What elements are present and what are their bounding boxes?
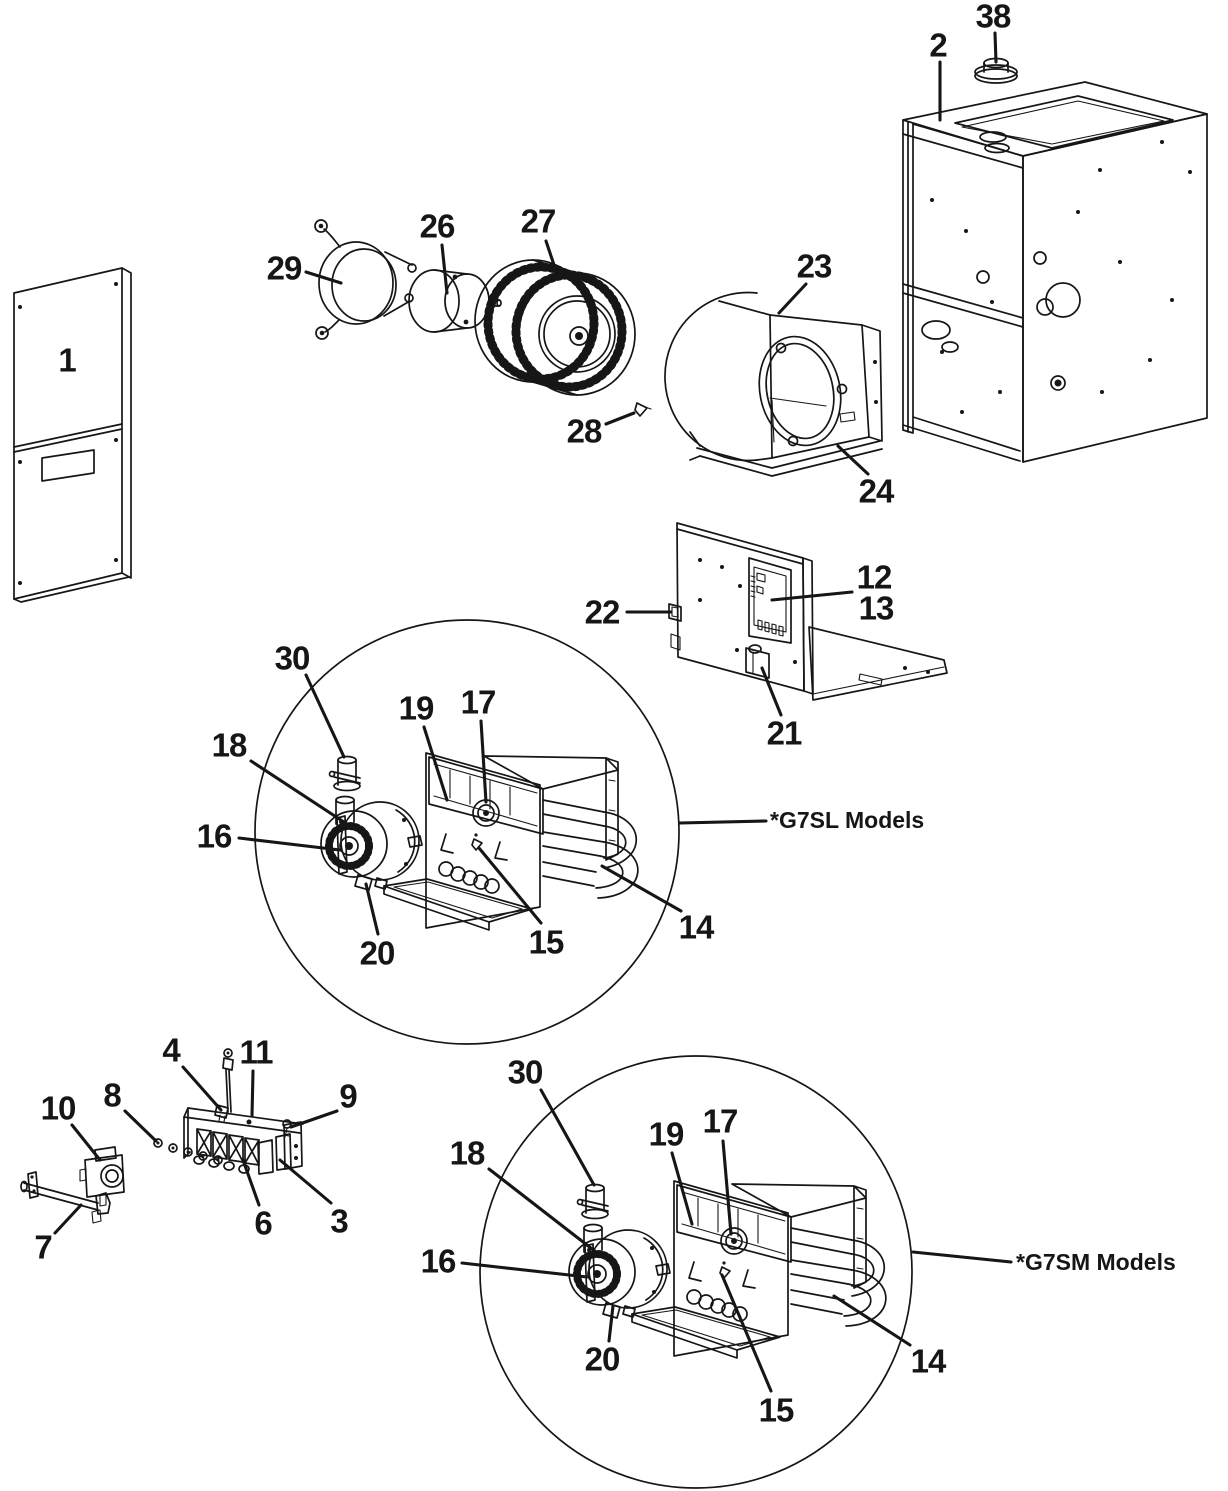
callout-15: 15 <box>759 1392 794 1429</box>
burner-assembly-drawing <box>20 1048 304 1224</box>
leader-line-26 <box>440 243 449 295</box>
leader-line-18 <box>249 759 352 828</box>
leader-line-28 <box>604 411 636 426</box>
transformer-drawing <box>745 644 770 679</box>
callout-9: 9 <box>339 1078 357 1115</box>
g7sl-variant-group <box>254 619 680 1045</box>
callout-8: 8 <box>103 1077 121 1114</box>
callout-16: 16 <box>197 818 232 855</box>
blower-housing-drawing <box>664 291 883 477</box>
leader-line-15 <box>477 846 543 925</box>
callout-20: 20 <box>585 1341 620 1378</box>
callout-27: 27 <box>521 203 556 240</box>
callout-14: 14 <box>911 1343 947 1380</box>
leader-line-16 <box>237 836 342 852</box>
g7sl-leader-line <box>678 819 768 825</box>
leader-line-20 <box>364 882 380 936</box>
leader-line-18 <box>487 1167 598 1254</box>
callout-23: 23 <box>797 248 832 285</box>
leader-line-14 <box>832 1294 912 1347</box>
callout-17: 17 <box>461 684 496 721</box>
g7sm-models-label: *G7SM Models <box>1016 1249 1176 1275</box>
callout-30: 30 <box>275 640 310 677</box>
g7sl-models-label: *G7SL Models <box>770 807 924 833</box>
g7sm-leader-line <box>911 1250 1013 1264</box>
leader-line-7 <box>53 1203 83 1235</box>
callout-21: 21 <box>767 715 802 752</box>
leader-line-8 <box>123 1109 158 1143</box>
leader-line-12 <box>770 590 854 602</box>
g7sm-circle <box>479 1055 913 1489</box>
callout-15: 15 <box>529 924 564 961</box>
g7sm-variant-group <box>479 1055 913 1489</box>
leader-line-6 <box>241 1158 261 1207</box>
leader-line-9 <box>289 1109 339 1129</box>
callout-7: 7 <box>34 1229 51 1266</box>
callout-14: 14 <box>679 909 715 946</box>
leader-line-38 <box>993 31 998 64</box>
callout-1: 1 <box>58 342 76 379</box>
callout-29: 29 <box>267 250 302 287</box>
leader-line-30 <box>539 1088 596 1187</box>
callout-38: 38 <box>976 0 1011 35</box>
leader-line-19 <box>422 725 449 802</box>
callout-11: 11 <box>240 1034 274 1071</box>
callout-17: 17 <box>703 1103 738 1140</box>
leader-line-30 <box>304 673 346 759</box>
leader-line-19 <box>670 1151 694 1226</box>
callout-6: 6 <box>254 1205 272 1242</box>
leader-line-17 <box>479 719 488 804</box>
callout-12: 12 <box>857 559 892 596</box>
callout-13: 13 <box>859 590 894 627</box>
leader-line-20 <box>607 1304 615 1343</box>
callout-18: 18 <box>450 1135 485 1172</box>
callout-26: 26 <box>420 208 455 245</box>
motor-mount-drawing <box>314 219 417 340</box>
leader-line-24 <box>836 444 870 476</box>
callout-30: 30 <box>508 1054 543 1091</box>
leader-line-3 <box>278 1158 333 1205</box>
callout-19: 19 <box>399 690 434 727</box>
leader-line-21 <box>760 666 783 717</box>
callout-16: 16 <box>421 1243 456 1280</box>
cabinet-drawing <box>902 57 1208 463</box>
control-door-drawing <box>668 522 948 701</box>
leader-line-4 <box>181 1065 223 1112</box>
callout-24: 24 <box>859 473 895 510</box>
callout-19: 19 <box>649 1116 684 1153</box>
callout-28: 28 <box>567 413 602 450</box>
leader-line-15 <box>720 1273 773 1393</box>
leader-line-14 <box>600 864 683 913</box>
leader-line-16 <box>460 1261 589 1279</box>
callout-20: 20 <box>360 935 395 972</box>
callout-2: 2 <box>929 27 947 64</box>
door-panel-drawing <box>13 267 132 603</box>
leader-line-27 <box>544 239 560 279</box>
leader-line-29 <box>304 270 343 285</box>
screw-28-drawing <box>634 402 652 417</box>
callout-22: 22 <box>585 594 620 631</box>
leader-line-11 <box>250 1069 255 1118</box>
leader-line-23 <box>777 282 808 315</box>
leader-line-17 <box>721 1139 733 1236</box>
callout-3: 3 <box>330 1203 348 1240</box>
leader-line-10 <box>70 1123 102 1162</box>
blower-wheel-drawing <box>474 259 636 396</box>
callout-4: 4 <box>162 1032 181 1069</box>
g7sl-heat-exchanger-assembly <box>321 753 638 930</box>
callout-10: 10 <box>41 1090 76 1127</box>
g7sl-circle <box>254 619 680 1045</box>
callout-18: 18 <box>212 727 247 764</box>
